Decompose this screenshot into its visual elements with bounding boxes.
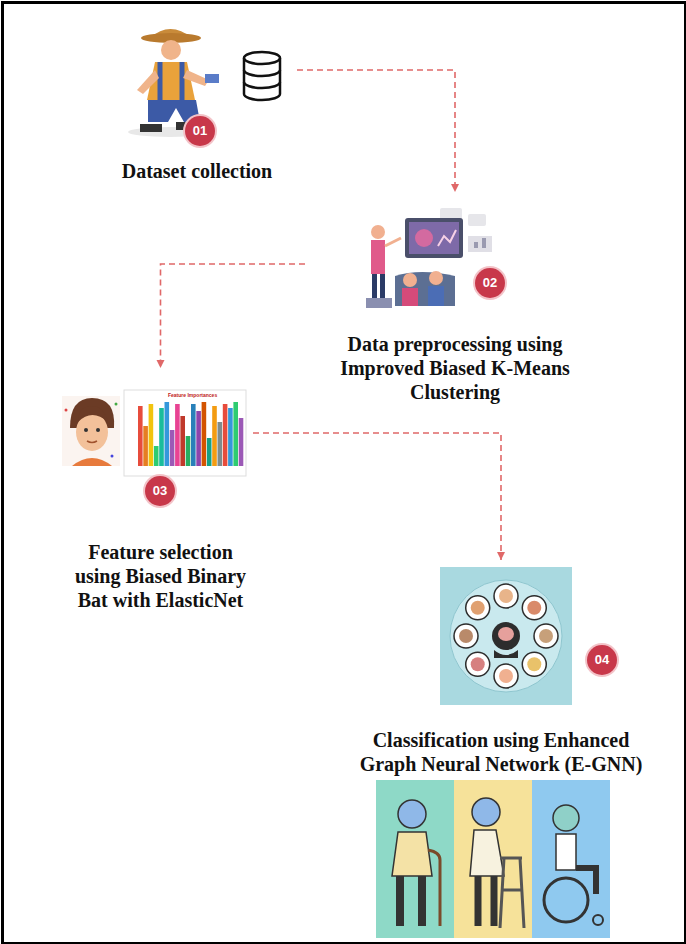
dashed-arrow — [253, 433, 501, 560]
disease-icons-panel — [440, 567, 572, 705]
step-label: Feature selection using Biased Binary Ba… — [68, 540, 253, 612]
step-label: Data preprocessing using Improved Biased… — [305, 332, 605, 404]
callout-number: 04 — [587, 645, 617, 675]
chart-title: Feature Importances — [168, 392, 217, 398]
step-label: Classification using Enhanced Graph Neur… — [346, 728, 656, 776]
bar-chart-icon — [124, 390, 246, 476]
callout-number: 03 — [145, 476, 175, 506]
database-icon — [244, 52, 280, 100]
data-analysis-illustration — [366, 208, 492, 308]
dashed-arrow — [161, 264, 306, 368]
dashed-arrow — [297, 70, 455, 192]
step-node: Dataset collection — [97, 18, 297, 183]
callout-number: 01 — [185, 116, 215, 146]
person-face-icon — [62, 396, 120, 466]
step-label: Dataset collection — [118, 159, 277, 183]
mobility-panels — [376, 780, 610, 938]
step-node: Data preprocessing using Improved Biased… — [305, 192, 605, 404]
callout-number: 02 — [475, 268, 505, 298]
